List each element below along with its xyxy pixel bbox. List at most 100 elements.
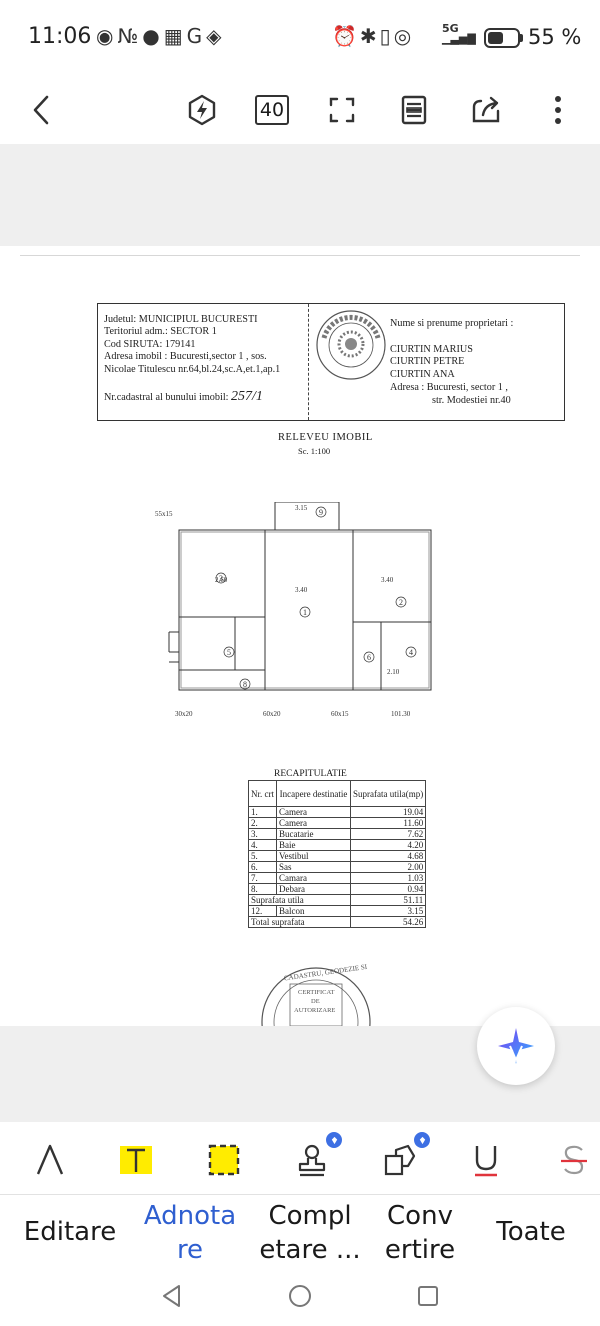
svg-text:3.40: 3.40	[381, 576, 394, 584]
share-icon	[472, 96, 500, 123]
edit-text-icon	[36, 1144, 64, 1175]
column-header: Nr. crt	[248, 780, 277, 807]
shapes-tool[interactable]	[378, 1132, 430, 1182]
area-select-icon	[208, 1144, 240, 1176]
ai-assistant-button[interactable]	[477, 1007, 555, 1085]
nav-recents-icon	[418, 1286, 438, 1306]
nav-home-button[interactable]	[284, 1280, 316, 1312]
back-icon	[33, 95, 49, 125]
mode-tabs: Editare Adnota re Compl etare ... Conv e…	[0, 1194, 600, 1268]
pay-icon: ◈	[206, 24, 226, 48]
certification-stamp-image: CADASTRU, GEODEZIE SI CERTIFICAT DE AUTO…	[261, 963, 371, 1026]
more-button[interactable]	[534, 86, 582, 134]
cadastral-number: Nr.cadastral al bunului imobil: 257/1	[104, 389, 263, 404]
reader-mode-icon	[401, 95, 427, 125]
fullscreen-icon	[329, 97, 355, 123]
tab-editare[interactable]: Editare	[23, 1217, 117, 1247]
chat-icon: ●	[142, 24, 164, 48]
nav-recents-button[interactable]	[412, 1280, 444, 1312]
svg-text:4: 4	[409, 648, 413, 657]
floor-plan-drawing: 2.60 3.40 3.40 3.15 55x15 2.10 30x20 60x…	[155, 502, 432, 718]
svg-text:9: 9	[319, 508, 323, 517]
svg-text:AUTORIZARE: AUTORIZARE	[294, 1007, 335, 1014]
owners-label: Nume si prenume proprietari :	[390, 318, 514, 329]
header-divider	[308, 304, 309, 420]
owners-list: CIURTIN MARIUS CIURTIN PETRE CIURTIN ANA	[390, 344, 473, 381]
svg-text:2: 2	[399, 598, 403, 607]
document-scale: Sc. 1:100	[298, 446, 331, 456]
shapes-icon	[384, 1144, 416, 1176]
battery-tip	[520, 34, 523, 42]
area-select-tool[interactable]	[202, 1138, 246, 1182]
cadastral-number-value: 257/1	[231, 389, 263, 404]
edit-text-tool[interactable]	[28, 1138, 72, 1182]
page-rule	[20, 255, 580, 256]
svg-text:55x15: 55x15	[155, 510, 173, 518]
reader-mode-button[interactable]	[390, 86, 438, 134]
recap-header-row: Nr. crt Incapere destinatie Suprafata ut…	[248, 780, 427, 807]
owner-name: CIURTIN ANA	[390, 368, 455, 380]
stamp-icon	[298, 1144, 326, 1177]
page-count-button[interactable]: 40	[248, 86, 296, 134]
column-header: Suprafata utila(mp)	[349, 780, 427, 807]
strikethrough-tool[interactable]	[552, 1138, 596, 1182]
svg-text:2.10: 2.10	[387, 668, 400, 676]
document-viewer[interactable]: Judetul: MUNICIPIUL BUCURESTI Teritoriul…	[0, 144, 600, 1122]
tab-completare[interactable]: Compl etare ...	[259, 1201, 361, 1265]
highlight-text-tool[interactable]	[114, 1138, 158, 1182]
territory-line: Teritoriul adm.: SECTOR 1	[104, 326, 217, 338]
svg-text:3: 3	[219, 574, 223, 583]
svg-text:8: 8	[243, 680, 247, 689]
svg-text:1: 1	[303, 608, 307, 617]
stamp-tool[interactable]	[290, 1132, 342, 1182]
nav-home-icon	[289, 1285, 311, 1307]
back-button[interactable]	[18, 86, 66, 134]
nfc-icon: №	[117, 24, 143, 48]
county-line: Judetul: MUNICIPIUL BUCURESTI	[104, 314, 258, 325]
nav-back-button[interactable]	[156, 1280, 188, 1312]
address-line-1: Adresa imobil : Bucuresti,sector 1 , sos…	[104, 351, 267, 363]
cadastral-header: Judetul: MUNICIPIUL BUCURESTI Teritoriul…	[97, 303, 565, 421]
fullscreen-button[interactable]	[318, 86, 366, 134]
annotation-toolbar	[0, 1122, 600, 1194]
recap-title: RECAPITULATIE	[274, 769, 347, 779]
vibrate-icon: ▯	[379, 24, 394, 48]
ai-button[interactable]	[178, 86, 226, 134]
tab-conversie[interactable]: Conv ertire	[384, 1201, 456, 1265]
svg-text:2.60: 2.60	[215, 576, 228, 584]
document-page[interactable]: Judetul: MUNICIPIUL BUCURESTI Teritoriul…	[0, 246, 600, 1026]
tab-adnotare[interactable]: Adnota re	[143, 1201, 237, 1265]
page-count: 40	[254, 95, 290, 125]
document-title: RELEVEU IMOBIL	[278, 432, 373, 443]
underline-icon	[475, 1146, 497, 1177]
bluetooth-icon: ✱	[359, 24, 380, 48]
ai-bolt-icon	[188, 94, 216, 126]
system-icons: ⏰✱▯◎	[332, 24, 414, 48]
ai-sparkle-icon	[498, 1028, 534, 1064]
highlight-icon	[120, 1146, 152, 1174]
svg-text:6: 6	[367, 653, 371, 662]
notification-icons: ◉№●▦G◈	[96, 24, 226, 48]
official-seal-image	[316, 310, 386, 380]
column-header: Incapere destinatie	[276, 780, 351, 807]
calendar-icon: ▦	[163, 24, 187, 48]
tab-toate[interactable]: Toate	[496, 1217, 566, 1247]
more-icon	[555, 96, 561, 124]
svg-text:60x20: 60x20	[263, 710, 281, 718]
owner-address: Adresa : Bucuresti, sector 1 , str. Mode…	[390, 382, 511, 406]
property-info: Judetul: MUNICIPIUL BUCURESTI Teritoriul…	[104, 314, 280, 376]
top-toolbar: 40	[0, 76, 600, 144]
svg-text:CADASTRU, GEODEZIE SI: CADASTRU, GEODEZIE SI	[283, 963, 368, 983]
share-button[interactable]	[462, 86, 510, 134]
battery-fill	[488, 32, 504, 44]
svg-text:60x15: 60x15	[331, 710, 349, 718]
underline-tool[interactable]	[464, 1138, 508, 1182]
strikethrough-icon	[561, 1145, 587, 1175]
eye-icon: ◉	[96, 24, 118, 48]
system-nav-bar	[0, 1268, 600, 1326]
recap-table: Nr. crt Incapere destinatie Suprafata ut…	[248, 780, 427, 928]
